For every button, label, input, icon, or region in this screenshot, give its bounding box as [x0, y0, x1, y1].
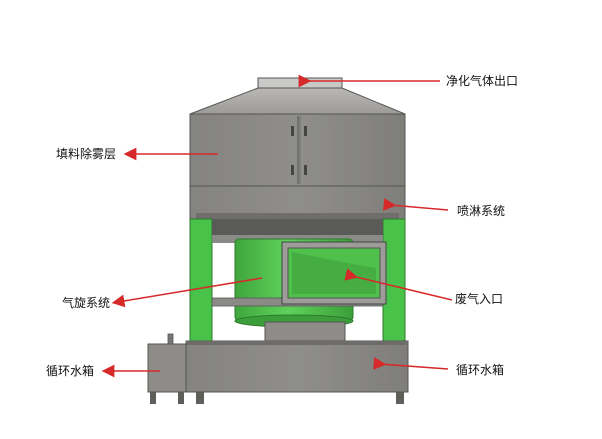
- lower-tank: [185, 340, 409, 393]
- arrow-spray-system: [383, 198, 449, 211]
- arrow-circ-tank-right: [373, 357, 449, 370]
- label-waste-gas-inlet: 废气入口: [455, 292, 504, 306]
- label-clean-gas-outlet: 净化气体出口: [446, 74, 519, 88]
- green-frame-left: [189, 218, 213, 342]
- door-handle-right-icon: [304, 126, 307, 136]
- label-packing-demister: 填料除雾层: [56, 147, 117, 161]
- label-circ-tank-right: 循环水箱: [456, 363, 505, 377]
- label-spray-system: 喷淋系统: [457, 204, 506, 218]
- outlet-duct: [257, 77, 343, 89]
- door-handle-left-icon: [291, 126, 294, 136]
- arrow-waste-gas-inlet: [344, 268, 453, 301]
- label-circ-tank-left: 循环水箱: [46, 364, 95, 378]
- arrow-cyclone-system: [111, 277, 263, 308]
- top-hood: [189, 87, 406, 115]
- label-cyclone-system: 气旋系统: [62, 296, 111, 310]
- side-tank: [147, 343, 187, 393]
